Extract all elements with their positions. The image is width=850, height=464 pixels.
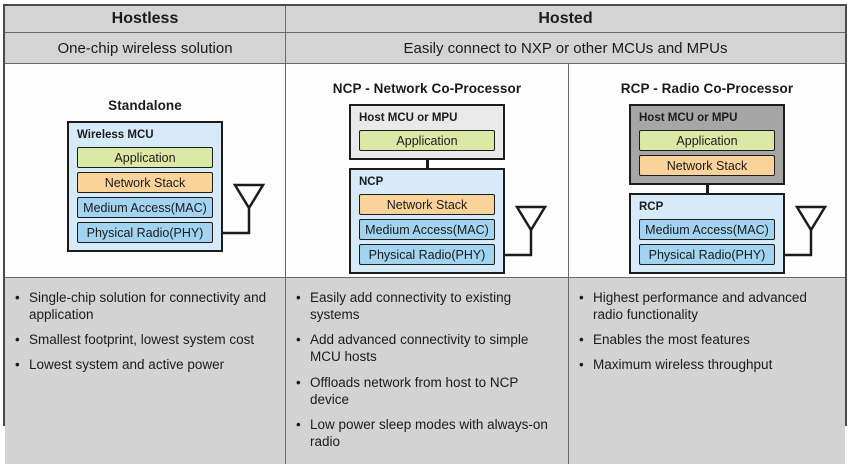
bullet-marker: • [296,332,301,348]
antenna-icon [783,205,828,257]
bullet-marker: • [15,357,20,373]
ncp-chip-label: NCP [359,176,384,188]
bullet-marker: • [15,332,20,348]
bullet-text: Single-chip solution for connectivity an… [29,290,267,323]
bullet-marker: • [579,357,584,373]
rcp-title: RCP - Radio Co-Processor [620,81,794,96]
rcp-host-label: Host MCU or MPU [639,112,738,124]
rcp-chip-label: RCP [639,201,664,213]
antenna-icon [221,183,266,235]
bullet-marker: • [296,416,301,432]
header-hosted-label: Hosted [538,10,593,27]
rcp-bullets-cell: • Highest performance and advanced radio … [569,278,845,464]
layer-network-stack: Network Stack [359,194,495,215]
layer-application: Application [359,130,495,151]
ncp-host-label: Host MCU or MPU [359,112,458,124]
subheader-hostless: One-chip wireless solution [5,33,286,64]
ncp-title: NCP - Network Co-Processor [332,81,522,96]
bullet-text: Offloads network from host to NCP device [310,374,519,407]
bullet-marker: • [579,290,584,305]
bullet-text: Low power sleep modes with always-on rad… [310,416,548,449]
bullet-item: • Single-chip solution for connectivity a… [15,289,277,323]
bullet-text: Maximum wireless throughput [593,357,773,373]
bullet-item: • Smallest footprint, lowest system cost [15,331,277,348]
bullet-text: Highest performance and advanced radio f… [593,290,807,323]
bullet-text: Enables the most features [593,332,750,348]
comparison-table: Hostless Hosted One-chip wireless soluti… [3,4,847,464]
bullet-text: Lowest system and active power [29,357,225,373]
layer-network-stack: Network Stack [639,155,775,176]
host-chip-connector [705,185,709,193]
layer-application: Application [639,130,775,151]
header-hostless-label: Hostless [111,10,179,27]
bullet-marker: • [579,332,584,348]
standalone-stack: Wireless MCU Application Network Stack M… [67,121,266,252]
bullet-text: Smallest footprint, lowest system cost [29,332,255,348]
ncp-chip-box: NCP Network Stack Medium Access(MAC) Phy… [349,168,505,274]
bullet-item: • Add advanced connectivity to simple MCU… [296,331,560,365]
layer-mac: Medium Access(MAC) [359,219,495,240]
bullet-text: Easily add connectivity to existing syst… [310,290,512,323]
standalone-bullets-cell: • Single-chip solution for connectivity a… [5,278,286,464]
bullet-marker: • [296,290,301,305]
ncp-bullet-list: • Easily add connectivity to existing sys… [296,289,560,450]
ncp-host-box: Host MCU or MPU Application [349,104,505,160]
wireless-mcu-box: Wireless MCU Application Network Stack M… [67,121,223,252]
rcp-stack: Host MCU or MPU Application Network Stac… [629,104,828,274]
bullet-item: • Highest performance and advanced radio … [579,289,837,323]
subheader-hostless-label: One-chip wireless solution [57,39,233,57]
layer-phy: Physical Radio(PHY) [77,222,213,243]
layer-phy: Physical Radio(PHY) [639,244,775,265]
bullet-item: • Easily add connectivity to existing sys… [296,289,560,323]
standalone-diagram-cell: Standalone Wireless MCU Application Netw… [5,64,286,278]
bullet-item: • Lowest system and active power [15,356,277,373]
wireless-mcu-label: Wireless MCU [77,129,154,141]
rcp-chip-box: RCP Medium Access(MAC) Physical Radio(PH… [629,193,785,274]
subheader-hosted-label: Easily connect to NXP or other MCUs and … [403,39,728,57]
bullet-item: • Offloads network from host to NCP devic… [296,374,560,408]
rcp-diagram-cell: RCP - Radio Co-Processor Host MCU or MPU… [569,64,845,278]
host-chip-connector [425,160,429,168]
subheader-hosted: Easily connect to NXP or other MCUs and … [286,33,845,64]
ncp-diagram-cell: NCP - Network Co-Processor Host MCU or M… [286,64,569,278]
ncp-bullets-cell: • Easily add connectivity to existing sys… [286,278,569,464]
layer-phy: Physical Radio(PHY) [359,244,495,265]
header-hosted: Hosted [286,6,845,33]
bullet-item: • Maximum wireless throughput [579,356,837,373]
bullet-marker: • [296,374,301,390]
layer-network-stack: Network Stack [77,172,213,193]
bullet-item: • Low power sleep modes with always-on ra… [296,416,560,450]
layer-mac: Medium Access(MAC) [639,219,775,240]
layer-application: Application [77,147,213,168]
ncp-stack: Host MCU or MPU Application NCP Network … [349,104,548,274]
layer-mac: Medium Access(MAC) [77,197,213,218]
standalone-title: Standalone [108,98,182,113]
antenna-icon [503,205,548,257]
rcp-bullet-list: • Highest performance and advanced radio … [579,289,837,374]
bullet-item: • Enables the most features [579,331,837,348]
bullet-marker: • [15,290,20,305]
bullet-text: Add advanced connectivity to simple MCU … [310,332,529,365]
standalone-bullet-list: • Single-chip solution for connectivity a… [15,289,277,374]
rcp-host-box: Host MCU or MPU Application Network Stac… [629,104,785,185]
header-hostless: Hostless [5,6,286,33]
